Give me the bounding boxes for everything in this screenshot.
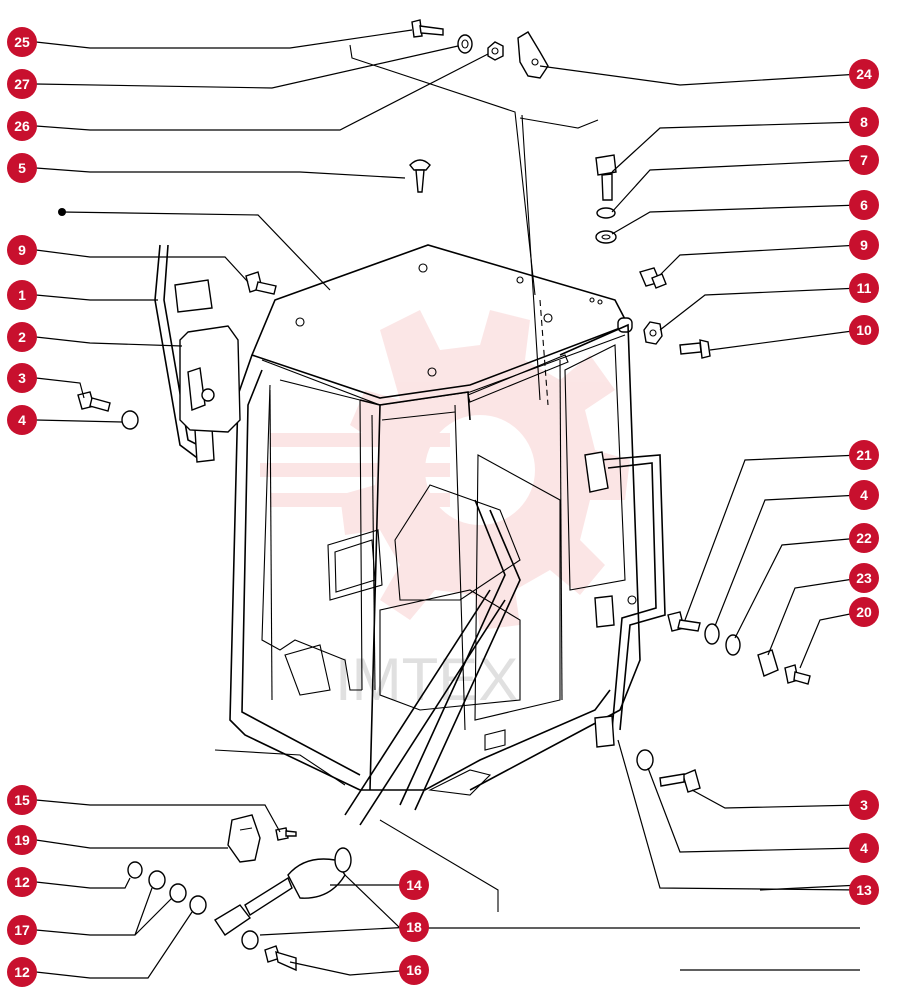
svg-text:22: 22 <box>856 530 872 546</box>
svg-text:8: 8 <box>860 114 868 130</box>
svg-text:10: 10 <box>856 322 872 338</box>
svg-text:13: 13 <box>856 882 872 898</box>
callout-3-right: 3 <box>849 790 879 820</box>
callout-8: 8 <box>849 107 879 137</box>
svg-text:5: 5 <box>18 160 26 176</box>
callout-23: 23 <box>849 563 879 593</box>
callout-10: 10 <box>849 315 879 345</box>
callouts-right: 24 8 7 6 9 11 10 21 4 22 23 20 3 4 13 14… <box>399 59 879 985</box>
callout-6: 6 <box>849 190 879 220</box>
callout-5: 5 <box>7 153 37 183</box>
callout-26: 26 <box>7 111 37 141</box>
callout-27: 27 <box>7 69 37 99</box>
callout-16: 16 <box>399 955 429 985</box>
cab-assembly <box>214 44 641 912</box>
callout-3-left: 3 <box>7 363 37 393</box>
callouts-left: 25 27 26 5 9 1 2 3 4 15 19 12 17 12 <box>7 27 37 987</box>
svg-text:27: 27 <box>14 76 30 92</box>
hardware-parts <box>77 19 811 972</box>
svg-text:2: 2 <box>18 329 26 345</box>
watermark-logo <box>260 310 630 630</box>
svg-text:4: 4 <box>860 840 868 856</box>
callout-21: 21 <box>849 440 879 470</box>
svg-text:6: 6 <box>860 197 868 213</box>
callout-12-lower: 12 <box>7 957 37 987</box>
callout-19: 19 <box>7 825 37 855</box>
callout-4-right-lower: 4 <box>849 833 879 863</box>
svg-text:18: 18 <box>406 919 422 935</box>
svg-text:19: 19 <box>14 832 30 848</box>
svg-text:7: 7 <box>860 152 868 168</box>
svg-text:3: 3 <box>860 797 868 813</box>
svg-text:4: 4 <box>860 487 868 503</box>
svg-text:25: 25 <box>14 34 30 50</box>
svg-text:16: 16 <box>406 962 422 978</box>
callout-1: 1 <box>7 280 37 310</box>
handrail-assembly <box>584 451 666 748</box>
svg-text:17: 17 <box>14 922 30 938</box>
callout-18: 18 <box>399 912 429 942</box>
svg-text:14: 14 <box>406 877 422 893</box>
callout-12-upper: 12 <box>7 867 37 897</box>
svg-text:1: 1 <box>18 287 26 303</box>
callout-15: 15 <box>7 785 37 815</box>
callout-25: 25 <box>7 27 37 57</box>
svg-text:12: 12 <box>14 964 30 980</box>
watermark-text: IMTEX <box>335 646 518 713</box>
svg-text:26: 26 <box>14 118 30 134</box>
callout-9-left: 9 <box>7 235 37 265</box>
svg-text:3: 3 <box>18 370 26 386</box>
svg-text:20: 20 <box>856 604 872 620</box>
reference-dot <box>58 208 66 216</box>
callout-9-right: 9 <box>849 230 879 260</box>
mirror-assembly <box>154 244 241 463</box>
callout-14: 14 <box>399 870 429 900</box>
callout-24: 24 <box>849 59 879 89</box>
svg-text:9: 9 <box>860 237 868 253</box>
svg-text:11: 11 <box>857 280 872 296</box>
svg-text:4: 4 <box>18 412 26 428</box>
callout-22: 22 <box>849 523 879 553</box>
callout-11: 11 <box>849 273 879 303</box>
svg-text:21: 21 <box>856 447 872 463</box>
callout-2: 2 <box>7 322 37 352</box>
callout-7: 7 <box>849 145 879 175</box>
callout-17: 17 <box>7 915 37 945</box>
callout-4-right-upper: 4 <box>849 480 879 510</box>
callout-13: 13 <box>849 875 879 905</box>
callout-4-left: 4 <box>7 405 37 435</box>
svg-text:24: 24 <box>856 66 872 82</box>
svg-text:23: 23 <box>856 570 872 586</box>
svg-text:12: 12 <box>14 874 30 890</box>
callout-20: 20 <box>849 597 879 627</box>
svg-text:9: 9 <box>18 242 26 258</box>
svg-text:15: 15 <box>14 792 30 808</box>
